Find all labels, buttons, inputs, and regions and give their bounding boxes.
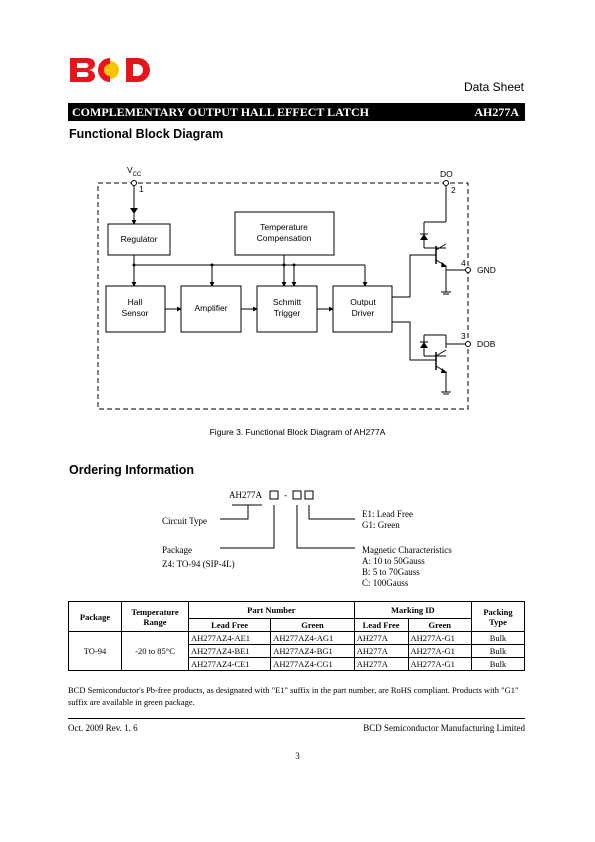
pn-green-cell: AH277AZ4-BG1 (270, 644, 355, 658)
hall-label-2: Sensor (122, 308, 149, 318)
lead-free-code: E1: Lead Free (362, 509, 413, 519)
marking-lead-free-cell: AH277A (353, 631, 409, 645)
footer-date-revision: Oct. 2009 Rev. 1. 6 (68, 723, 138, 733)
gnd-pin (465, 267, 471, 273)
pn-green-cell: AH277AZ4-AG1 (270, 631, 355, 645)
packing-cell: Bulk (471, 644, 525, 658)
block-diagram-heading: Functional Block Diagram (69, 127, 224, 141)
ordering-code-diagram: AH277A - Circuit Type Package Z4: TO-94 … (162, 490, 452, 588)
amplifier-block (180, 285, 242, 333)
vcc-label: VCC (127, 165, 142, 178)
header-package: Package (68, 601, 122, 632)
footer-company: BCD Semiconductor Manufacturing Limited (363, 723, 525, 733)
bcd-logo (70, 58, 150, 82)
marking-green-cell: AH277A-G1 (407, 631, 473, 645)
footer-divider (68, 718, 525, 719)
ordering-information-heading: Ordering Information (69, 463, 194, 477)
magnetic-characteristics-label: Magnetic Characteristics (362, 545, 452, 555)
header-packing: Packing Type (471, 601, 525, 632)
pn-lead-free-cell: AH277AZ4-AE1 (187, 631, 272, 645)
package-value: Z4: TO-94 (SIP-4L) (162, 559, 235, 569)
lead-free-box (304, 490, 314, 500)
pin-3-label: 3 (461, 331, 466, 341)
document-type: Data Sheet (463, 80, 524, 94)
table-row: AH277AZ4-BE1 AH277AZ4-BG1 AH277A AH277A-… (69, 644, 525, 658)
pin-2-label: 2 (451, 185, 456, 195)
document-title: COMPLEMENTARY OUTPUT HALL EFFECT LATCH (72, 105, 369, 119)
ordering-code: AH277A (229, 490, 262, 500)
header-mk-lead-free: Lead Free (353, 618, 409, 632)
ic-boundary (97, 182, 469, 410)
hall-sensor-block (105, 285, 166, 333)
gnd-label: GND (477, 265, 496, 275)
title-bar: COMPLEMENTARY OUTPUT HALL EFFECT LATCH A… (68, 103, 525, 121)
pn-lead-free-cell: AH277AZ4-CE1 (187, 657, 272, 671)
amplifier-label: Amplifier (194, 303, 227, 313)
output-driver-block (332, 285, 393, 333)
header-temperature: Temperature Range (121, 601, 189, 632)
table-row: AH277AZ4-CE1 AH277AZ4-CG1 AH277A AH277A-… (69, 657, 525, 671)
vcc-pin (131, 180, 137, 186)
regulator-block (107, 223, 171, 256)
schmitt-trigger-block (256, 285, 318, 333)
package-cell: TO-94 (68, 631, 122, 671)
ordering-dash: - (284, 490, 287, 500)
mag-option-c: C: 100Gauss (362, 578, 409, 588)
circuit-type-label: Circuit Type (162, 516, 207, 526)
temperature-compensation-block (234, 211, 335, 256)
pin-4-label: 4 (461, 258, 466, 268)
pin-1-label: 1 (139, 184, 144, 194)
marking-green-cell: AH277A-G1 (407, 644, 473, 658)
page-number: 3 (295, 751, 300, 761)
pn-lead-free-cell: AH277AZ4-BE1 (187, 644, 272, 658)
package-code-box (292, 490, 302, 500)
header-marking-id: Marking ID (353, 601, 473, 619)
header-mk-green: Green (407, 618, 473, 632)
packing-cell: Bulk (471, 631, 525, 645)
temp-comp-label-1: Temperature (260, 222, 308, 232)
pn-green-cell: AH277AZ4-CG1 (270, 657, 355, 671)
package-label: Package (162, 545, 192, 555)
header-part-number: Part Number (188, 601, 355, 619)
output-label-1: Output (350, 297, 376, 307)
green-code: G1: Green (362, 520, 400, 530)
ordering-table: Package Temperature Range Part Number Ma… (68, 601, 525, 671)
do-label: DO (440, 169, 453, 179)
marking-green-cell: AH277A-G1 (407, 657, 473, 671)
figure-caption: Figure 3. Functional Block Diagram of AH… (209, 427, 386, 437)
rohs-note: BCD Semiconductor's Pb-free products, as… (68, 685, 519, 707)
mag-option-a: A: 10 to 50Gauss (362, 556, 425, 566)
temp-range-cell: -20 to 85°C (121, 631, 189, 671)
mag-char-box (269, 490, 279, 500)
output-label-2: Driver (352, 308, 375, 318)
hall-label-1: Hall (128, 297, 143, 307)
temp-comp-label-2: Compensation (257, 233, 312, 243)
marking-lead-free-cell: AH277A (353, 657, 409, 671)
schmitt-label-2: Trigger (274, 308, 301, 318)
header-pn-green: Green (270, 618, 355, 632)
header-pn-lead-free: Lead Free (187, 618, 272, 632)
part-number-title: AH277A (474, 105, 519, 119)
do-pin (443, 180, 449, 186)
schmitt-label-1: Schmitt (273, 297, 302, 307)
marking-lead-free-cell: AH277A (353, 644, 409, 658)
regulator-label: Regulator (121, 234, 158, 244)
table-row: TO-94 -20 to 85°C AH277AZ4-AE1 AH277AZ4-… (68, 631, 525, 671)
mag-option-b: B: 5 to 70Gauss (362, 567, 420, 577)
functional-block-diagram: VCC 1 Regulator Temperature Compensation… (97, 165, 496, 410)
dob-pin (465, 341, 471, 347)
packing-cell: Bulk (471, 657, 525, 671)
dob-label: DOB (477, 339, 496, 349)
